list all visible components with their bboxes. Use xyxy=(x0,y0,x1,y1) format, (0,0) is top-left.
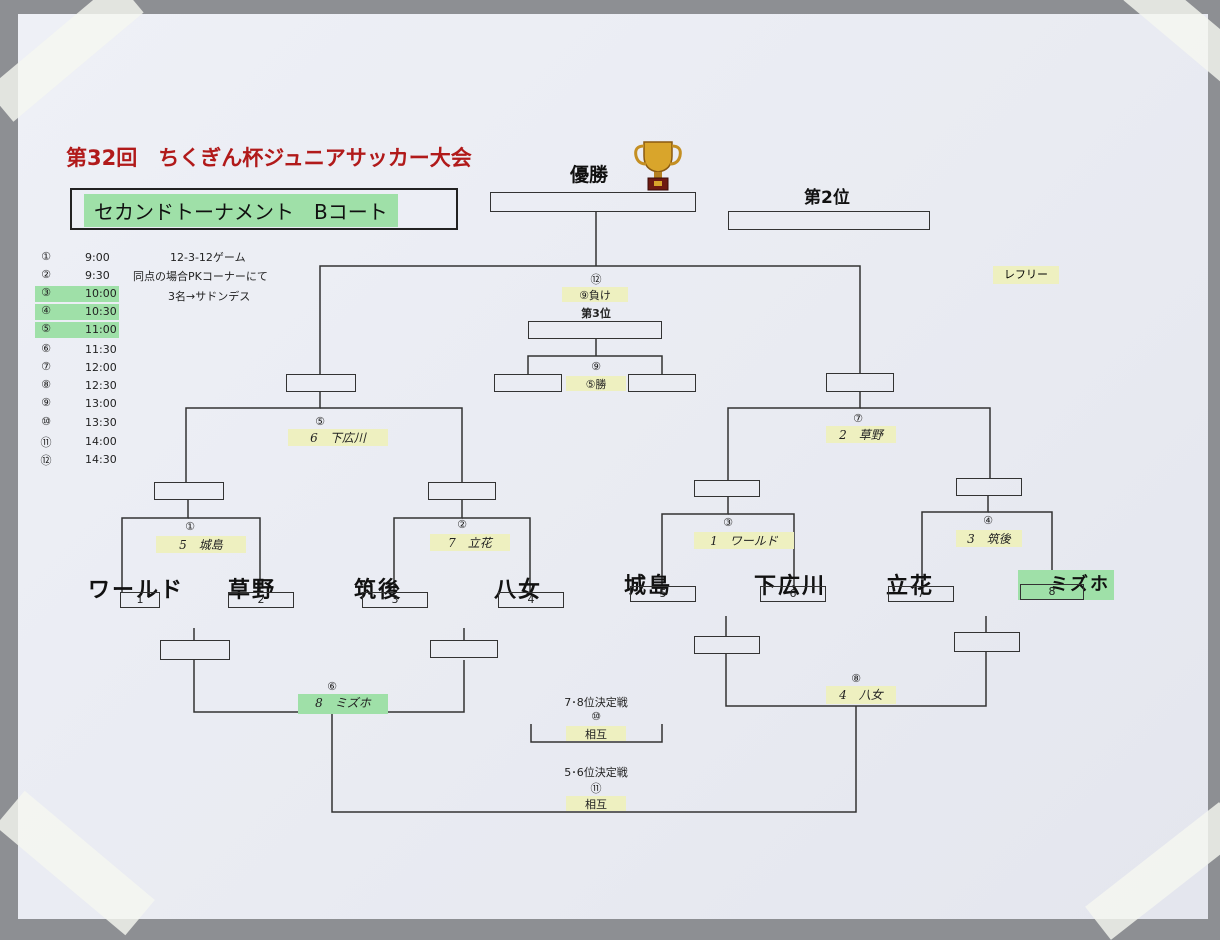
r1-winner-box xyxy=(154,482,224,500)
match-3-no: ③ xyxy=(723,516,733,529)
match-8-result: 4 八女 xyxy=(826,686,896,704)
place-56-no: ⑪ xyxy=(590,782,602,795)
match-12-result: ⑨負け xyxy=(562,287,628,302)
rules-line: 同点の場合PKコーナーにて xyxy=(133,270,268,283)
match-4-no: ④ xyxy=(983,514,993,527)
loser-box xyxy=(430,640,498,658)
match-1-no: ① xyxy=(185,520,195,533)
team-seed-box: 5 xyxy=(630,586,696,602)
second-place-label: 第2位 xyxy=(804,188,850,208)
team-seed-box: 4 xyxy=(498,592,564,608)
place-56-result: 相互 xyxy=(566,796,626,811)
match-2-no: ② xyxy=(457,518,467,531)
r1-winner-box xyxy=(428,482,496,500)
second-place-box xyxy=(728,211,930,230)
team-seed-box: 3 xyxy=(362,592,428,608)
r1-winner-box xyxy=(694,480,760,497)
subtitle: セカンドトーナメント Bコート xyxy=(84,194,398,227)
loser-box xyxy=(954,632,1020,652)
team-seed-box: 1 xyxy=(120,592,160,608)
team-seed-box: 2 xyxy=(228,592,294,608)
match-6-result: 8 ミズホ xyxy=(298,694,388,714)
match-4-result: 3 筑後 xyxy=(956,530,1022,547)
match-9-result: ⑤勝 xyxy=(566,376,626,391)
loser-box xyxy=(160,640,230,660)
match-8-no: ⑧ xyxy=(851,672,861,685)
match-5-no: ⑤ xyxy=(315,415,325,428)
place-56-label: 5･6位決定戦 xyxy=(564,766,628,779)
match-6-no: ⑥ xyxy=(327,680,337,693)
match-3-result: 1 ワールド xyxy=(694,532,794,549)
place-78-result: 相互 xyxy=(566,726,626,741)
match-9-left-box xyxy=(494,374,562,392)
team-highlight xyxy=(1018,570,1114,600)
match-7-no: ⑦ xyxy=(853,412,863,425)
loser-box xyxy=(694,636,760,654)
match-9-right-box xyxy=(628,374,696,392)
champion-label: 優勝 xyxy=(570,164,609,186)
rules-line: 12-3-12ゲーム xyxy=(170,251,246,264)
subtitle-box: セカンドトーナメント Bコート xyxy=(70,188,458,230)
tournament-sheet xyxy=(18,14,1208,919)
match-1-result: 5 城島 xyxy=(156,536,246,553)
place-78-label: 7･8位決定戦 xyxy=(564,696,628,709)
rules-line: 3名→サドンデス xyxy=(168,290,251,303)
champion-box xyxy=(490,192,696,212)
third-place-label: 第3位 xyxy=(581,307,611,320)
referee-label: レフリー xyxy=(993,266,1059,284)
trophy-icon xyxy=(634,141,682,191)
place-78-no: ⑩ xyxy=(591,710,601,723)
semifinal-right-box xyxy=(826,373,894,392)
match-12-no: ⑫ xyxy=(590,273,602,286)
match-2-result: 7 立花 xyxy=(430,534,510,551)
match-7-result: 2 草野 xyxy=(826,426,896,443)
third-place-box xyxy=(528,321,662,339)
r1-winner-box xyxy=(956,478,1022,496)
team-name: 筑後 xyxy=(354,577,403,603)
team-seed-box: 8 xyxy=(1020,584,1084,600)
match-9-no: ⑨ xyxy=(591,360,601,373)
team-name: ワールド xyxy=(88,577,185,603)
semifinal-left-box xyxy=(286,374,356,392)
team-name: 八女 xyxy=(494,577,543,603)
page-title: 第32回 ちくぎん杯ジュニアサッカー大会 xyxy=(66,146,472,170)
team-seed-box: 6 xyxy=(760,586,826,602)
team-seed-box: 7 xyxy=(888,586,954,602)
match-5-result: 6 下広川 xyxy=(288,429,388,446)
team-name: 草野 xyxy=(228,577,277,603)
